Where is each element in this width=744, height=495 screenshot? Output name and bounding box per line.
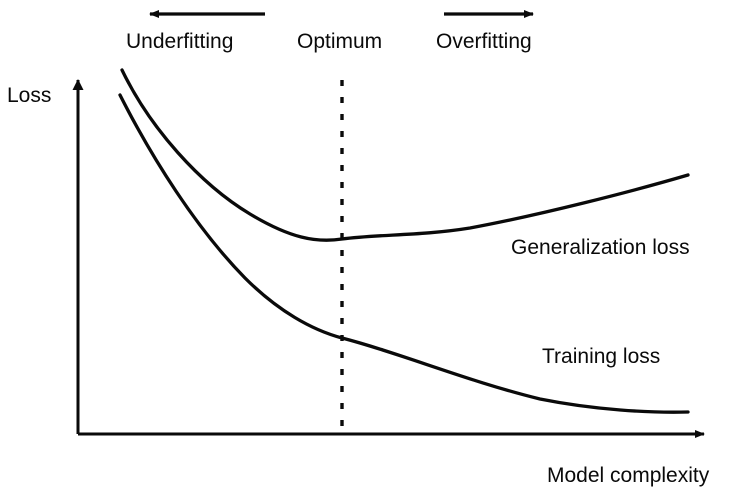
training-loss-label: Training loss: [542, 345, 661, 368]
x-axis-label: Model complexity: [547, 464, 710, 487]
training-loss-curve: [118, 93, 690, 414]
generalization-loss-curve: [120, 68, 690, 242]
generalization-loss-label: Generalization loss: [511, 236, 690, 259]
y-axis-label: Loss: [7, 84, 52, 107]
optimum-label: Optimum: [297, 30, 383, 53]
overfitting-label: Overfitting: [436, 30, 532, 53]
underfitting-label: Underfitting: [126, 30, 234, 53]
